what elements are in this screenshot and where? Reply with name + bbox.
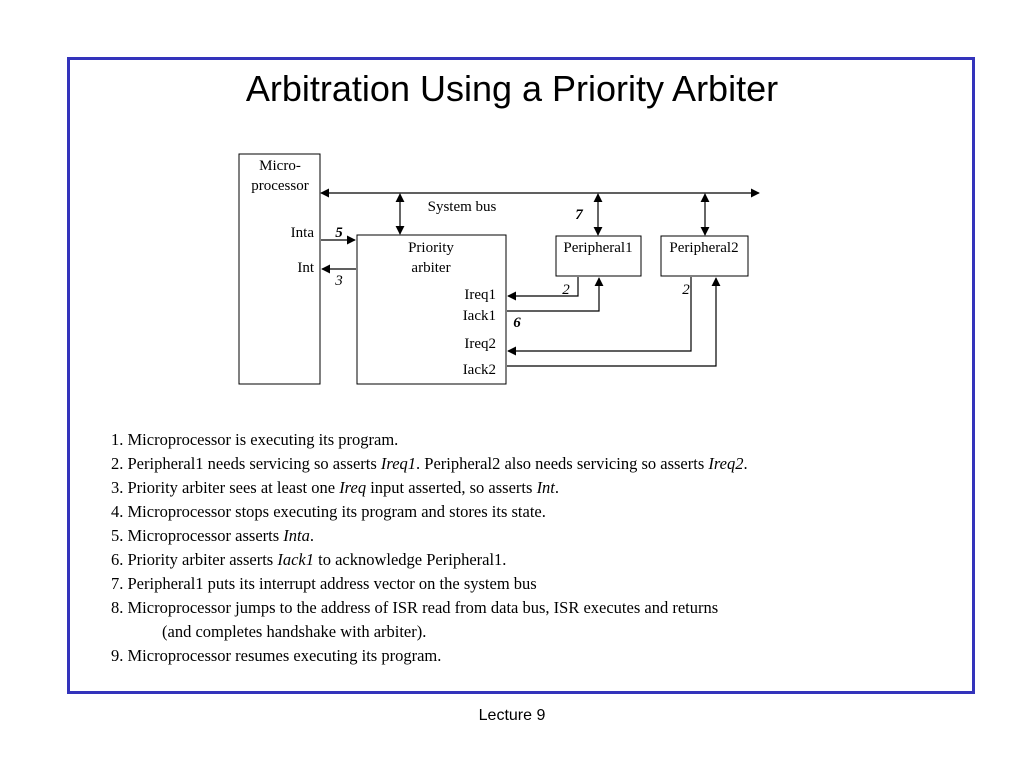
peripheral2-label: Peripheral2: [669, 240, 738, 256]
peripheral2-box: [660, 235, 749, 277]
step-item: 3. Priority arbiter sees at least one Ir…: [111, 478, 560, 497]
peripheral1-box: [555, 235, 642, 277]
ireq2-label: Ireq2: [464, 336, 496, 352]
step-marker-ireq2: 2: [682, 282, 690, 298]
step-marker-int: 3: [334, 273, 343, 289]
step-item: 6. Priority arbiter asserts Iack1 to ack…: [111, 550, 507, 569]
priority-arbiter-box: [356, 234, 507, 385]
microprocessor-label-2: processor: [251, 178, 308, 194]
step-item: 4. Microprocessor stops executing its pr…: [111, 502, 546, 521]
slide-footer: Lecture 9: [478, 707, 546, 724]
step-item: 7. Peripheral1 puts its interrupt addres…: [111, 574, 537, 593]
step-item: 1. Microprocessor is executing its progr…: [111, 430, 399, 449]
step-marker-iack1: 6: [513, 315, 521, 331]
inta-label: Inta: [291, 225, 315, 241]
arbiter-label-2: arbiter: [411, 260, 450, 276]
step-item: 5. Microprocessor asserts Inta.: [111, 526, 315, 545]
slide-title: Arbitration Using a Priority Arbiter: [245, 68, 779, 109]
iack1-line: [507, 277, 604, 312]
ireq1-label: Ireq1: [464, 287, 496, 303]
step-marker-inta: 5: [335, 225, 343, 241]
ireq2-line: [507, 277, 692, 356]
step-marker-bus: 7: [575, 207, 583, 223]
iack1-label: Iack1: [463, 308, 496, 324]
arbiter-label-1: Priority: [408, 240, 454, 256]
step-marker-ireq1: 2: [562, 282, 570, 298]
peripheral1-label: Peripheral1: [563, 240, 632, 256]
step-item: 9. Microprocessor resumes executing its …: [111, 646, 442, 665]
int-label: Int: [297, 260, 314, 276]
step-list: 1. Microprocessor is executing its progr…: [111, 428, 941, 668]
slide-frame: [67, 57, 975, 694]
iack2-line: [507, 277, 721, 367]
step-item: 2. Peripheral1 needs servicing so assert…: [111, 454, 748, 473]
microprocessor-box: [238, 153, 321, 385]
ireq1-line: [507, 277, 579, 301]
iack2-label: Iack2: [463, 362, 496, 378]
step-item-continuation: (and completes handshake with arbiter).: [162, 622, 427, 641]
step-item: 8. Microprocessor jumps to the address o…: [111, 598, 719, 617]
microprocessor-label-1: Micro-: [259, 158, 301, 174]
system-bus-label: System bus: [428, 199, 497, 215]
